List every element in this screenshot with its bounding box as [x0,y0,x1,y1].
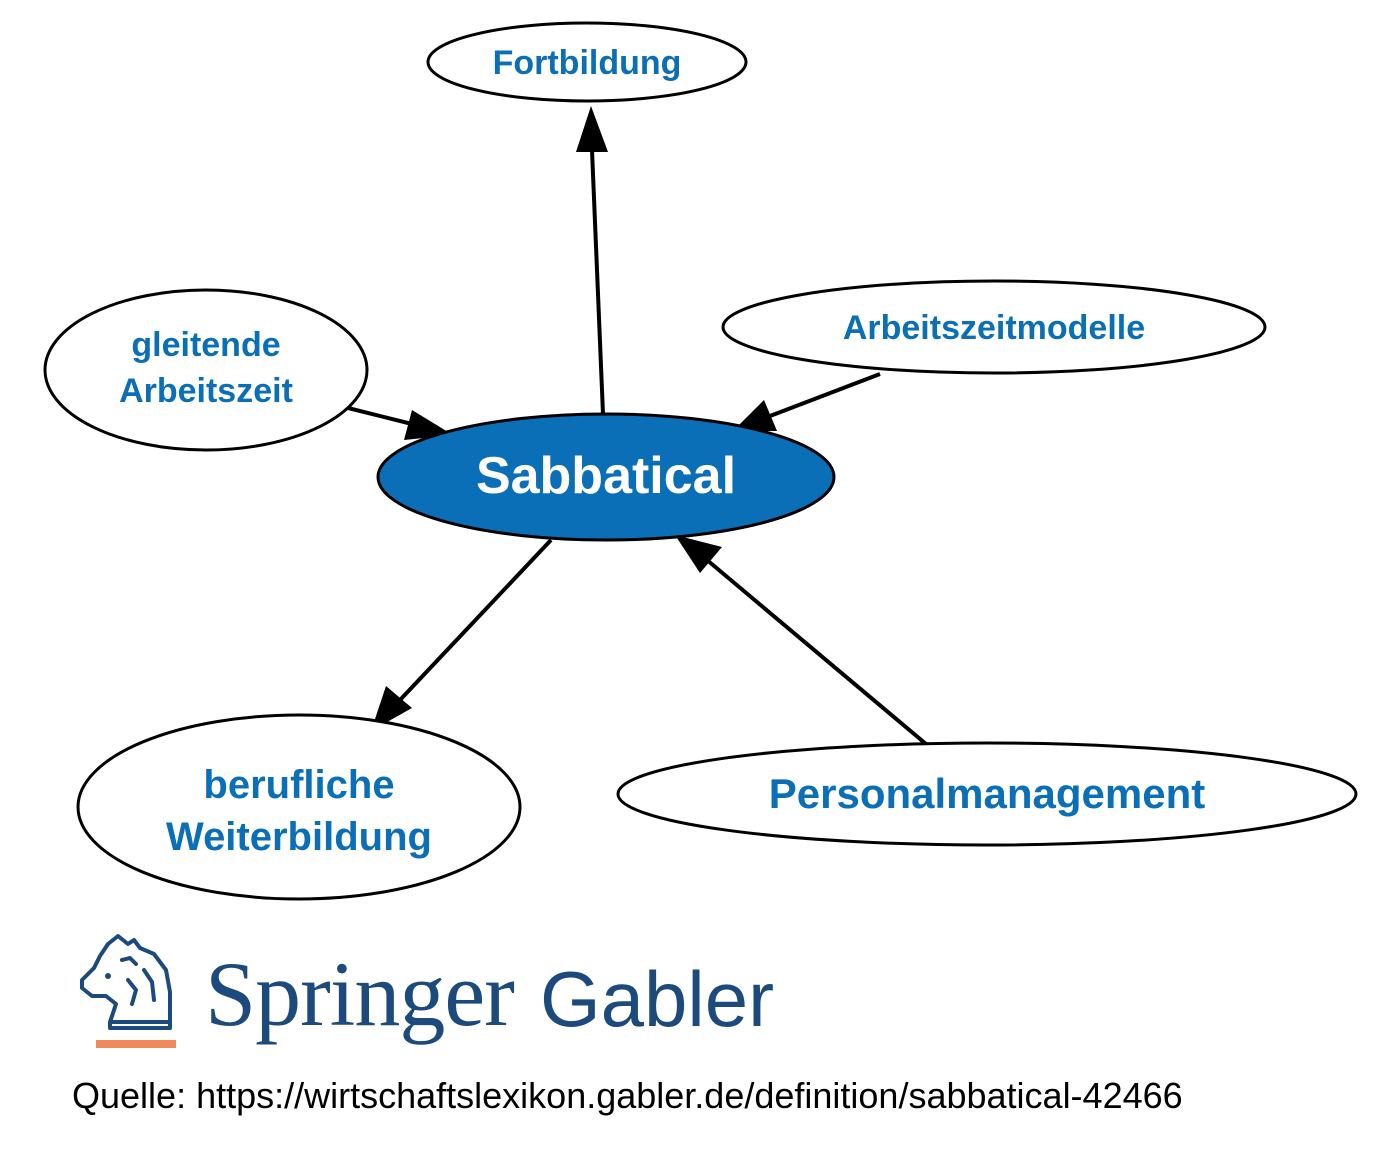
node-berufliche-line2: Weiterbildung [166,815,432,859]
edge-sabbatical-to-fortbildung [576,106,608,415]
springer-gabler-logo: Springer Gabler [70,930,790,1060]
knight-horse-icon [80,934,176,1048]
node-gleitende-line2: Arbeitszeit [119,372,293,410]
node-arbeitszeitmodelle-label: Arbeitszeitmodelle [843,309,1145,347]
logo-springer-text: Springer [205,943,515,1045]
node-personalmanagement-label: Personalmanagement [769,770,1206,817]
node-fortbildung-label: Fortbildung [493,44,682,82]
node-personalmanagement[interactable]: Personalmanagement [616,741,1358,847]
node-sabbatical[interactable]: Sabbatical [376,412,836,542]
node-arbeitszeitmodelle[interactable]: Arbeitszeitmodelle [721,279,1267,375]
node-sabbatical-label: Sabbatical [476,447,736,505]
logo-gabler-text: Gabler [540,955,775,1043]
edge-personalmanagement-to-sabbatical [675,535,928,746]
node-gleitende-line1: gleitende [131,326,280,364]
node-berufliche-weiterbildung[interactable]: berufliche Weiterbildung [76,713,522,901]
edge-sabbatical-to-berufliche [371,538,553,731]
logo-underline [96,1040,176,1048]
node-fortbildung[interactable]: Fortbildung [426,21,748,103]
source-caption: Quelle: https://wirtschaftslexikon.gable… [72,1075,1183,1116]
node-gleitende-arbeitszeit[interactable]: gleitende Arbeitszeit [43,288,369,452]
node-berufliche-line1: berufliche [203,763,394,807]
edge-arbeitszeitmodelle-to-sabbatical [733,372,881,431]
concept-map: Fortbildung Arbeitszeitmodelle gleitende… [43,21,1358,901]
